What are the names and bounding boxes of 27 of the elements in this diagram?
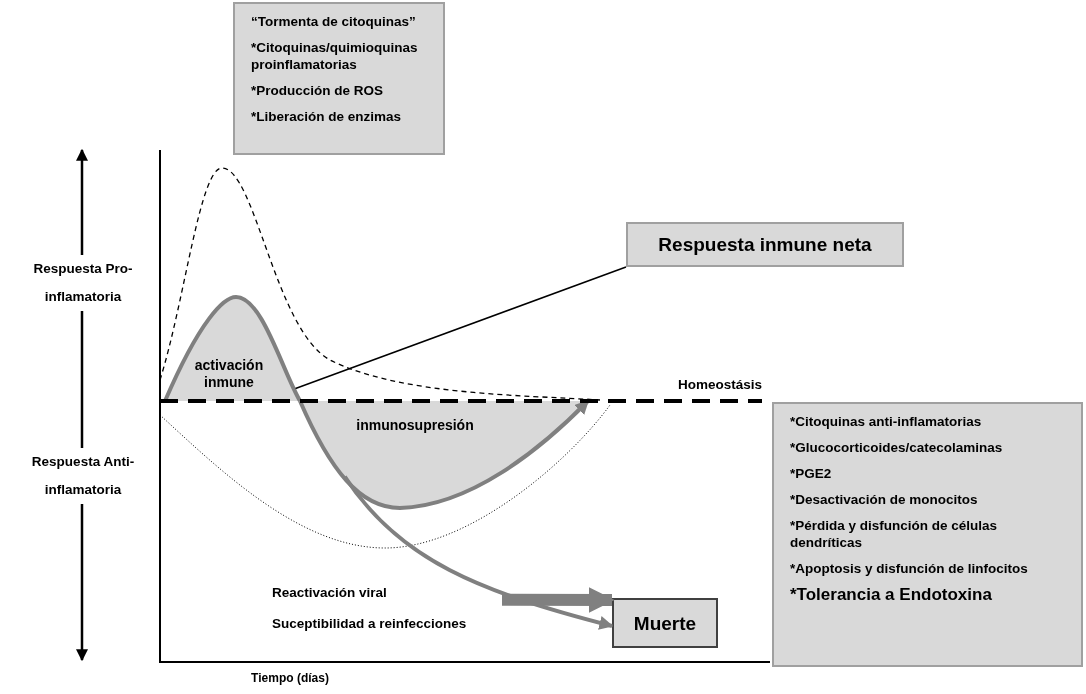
- area-label: inmunosupresión: [355, 417, 475, 434]
- info-box: [233, 2, 445, 155]
- list-item: *Liberación de enzimas: [251, 108, 403, 125]
- list-item: *Pérdida y disfunción de células dendríticas: [790, 517, 999, 551]
- list-item: *Citoquinas/quimioquinas proinflamatorias: [251, 39, 419, 73]
- info-box: [772, 402, 1083, 667]
- outcome-box: [612, 598, 718, 648]
- leader-line: [294, 266, 627, 390]
- list-item: *Tolerancia a Endotoxina: [790, 586, 993, 603]
- area-label: activación inmune: [193, 357, 265, 391]
- list-item: *PGE2: [790, 465, 833, 482]
- list-item: *Glucocorticoides/catecolaminas: [790, 439, 1004, 456]
- arrow: [343, 475, 614, 630]
- list-item: *Producción de ROS: [251, 82, 385, 99]
- arrow: [501, 586, 615, 613]
- list-item: *Citoquinas anti-inflamatorias: [790, 413, 983, 430]
- list-item: *Apoptosis y disfunción de linfocitos: [790, 560, 1029, 577]
- title-box: [626, 222, 904, 267]
- box-label: Muerte: [633, 614, 697, 632]
- shaded-area: [165, 297, 301, 401]
- box-label: Respuesta inmune neta: [658, 236, 872, 253]
- box-heading: “Tormenta de citoquinas”: [251, 13, 417, 30]
- list-item: Reactivación viral: [272, 584, 388, 601]
- shaded-area: [300, 401, 589, 509]
- line-label: Homeostásis: [676, 376, 763, 394]
- list-item: Suceptibilidad a reinfecciones: [272, 615, 468, 632]
- list-item: *Desactivación de monocitos: [790, 491, 979, 508]
